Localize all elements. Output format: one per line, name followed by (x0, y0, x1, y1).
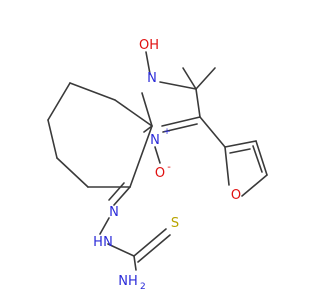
amine-n-label: N (147, 71, 157, 86)
negative-charge-label: - (167, 162, 171, 173)
bond-ring-7 (129, 125, 153, 188)
bond-furan-c4-c3 (224, 140, 257, 148)
imine-n-label: N (150, 133, 160, 148)
bond-furan-c5-c4 (255, 140, 268, 176)
hydrazine-n-label: N (103, 235, 113, 250)
n-oxide-o-label: O (155, 166, 165, 181)
bond-n-n (99, 217, 110, 235)
bond-c-s-double (137, 234, 171, 263)
bond-c-nhydrazone (113, 186, 131, 206)
bond-furan-c5-c4-double (252, 145, 263, 173)
positive-charge-label: + (163, 127, 171, 137)
bond-nh-c (107, 243, 135, 257)
bond-n-oh (145, 51, 151, 75)
furan-o-label: O (231, 188, 241, 203)
amine-nh-label: NH (118, 274, 138, 289)
bond-furan-c2-o (224, 146, 230, 186)
bond-methyl-1 (182, 67, 197, 90)
structure-svg: OH N N + O - O N H N S NH 2 (47, 38, 268, 292)
bond-ring-2 (69, 82, 116, 101)
bond-ring-4 (47, 119, 58, 159)
bond-n1-cme2 (159, 81, 197, 90)
bond-cme2-c (195, 88, 201, 118)
amine-subscript-label: 2 (140, 282, 146, 292)
bond-ring-3 (47, 82, 71, 121)
bond-ring-1 (114, 99, 153, 127)
bond-c-nplus-double (162, 123, 198, 133)
hydroxyl-label: OH (139, 38, 159, 53)
bond-nplus-spiro (143, 125, 153, 133)
hydrazine-h-label: H (93, 235, 103, 250)
bond-methyl-2 (195, 67, 216, 90)
molecule-drawing: OH N N + O - O N H N S NH 2 (47, 38, 268, 292)
hydrazone-n-label: N (109, 205, 119, 220)
bond-c-nh2 (133, 255, 137, 271)
bond-c-s (133, 228, 167, 257)
bond-furan-o-c5 (241, 174, 268, 197)
bond-n-oxide (154, 146, 161, 164)
bond-spiro-n1 (141, 92, 153, 127)
bond-furan-c3-double (229, 148, 251, 154)
bond-c-nplus (161, 116, 201, 127)
bond-c-furan (199, 116, 226, 148)
bond-c-nhydrazone-double (108, 182, 125, 201)
bond-ring-5 (56, 157, 89, 188)
bonds (47, 51, 268, 271)
thione-s-label: S (171, 216, 179, 231)
